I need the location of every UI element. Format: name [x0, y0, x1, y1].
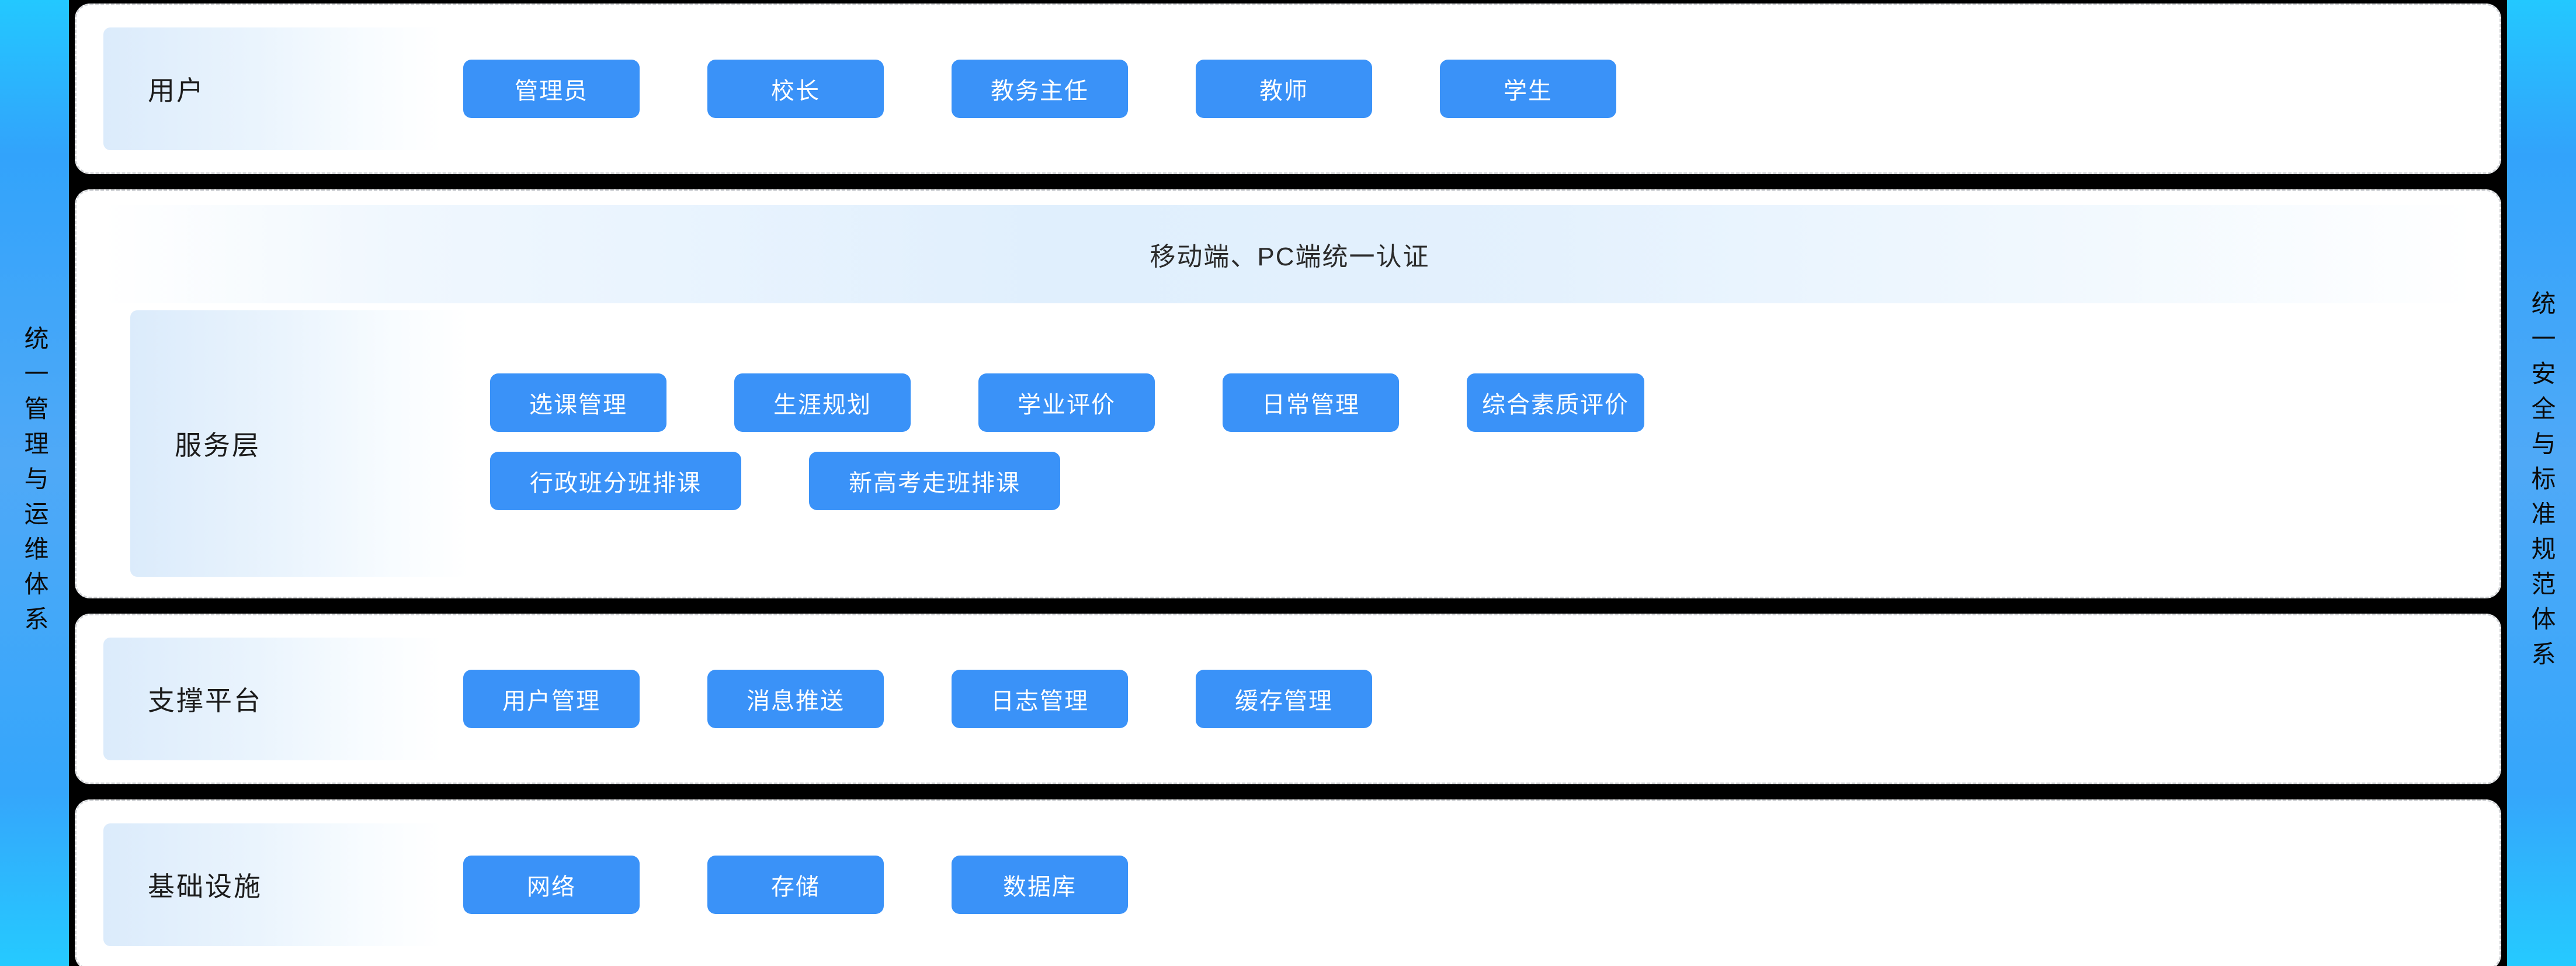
node-area-users: 管理员 校长 教务主任 教师 学生 [442, 5, 2476, 172]
architecture-layer-stack: 用户 管理员 校长 教务主任 教师 学生 移动端、PC端统一认证 服务层 [75, 0, 2501, 966]
left-banner-label: 统一管理与运维体系 [21, 325, 48, 641]
unified-auth-banner-text: 移动端、PC端统一认证 [1150, 243, 1430, 271]
layer-label-text-support: 支撑平台 [148, 685, 262, 716]
node-row-users-1: 管理员 校长 教务主任 教师 学生 [463, 60, 2476, 118]
layer-body-support: 支撑平台 用户管理 消息推送 日志管理 缓存管理 [103, 615, 2476, 783]
layer-body-service: 服务层 选课管理 生涯规划 学业评价 日常管理 综合素质评价 行政班分班排课 新… [103, 303, 2476, 597]
node-student[interactable]: 学生 [1440, 60, 1616, 118]
layer-label-text-infra: 基础设施 [148, 871, 262, 902]
node-principal[interactable]: 校长 [707, 60, 884, 118]
node-row-service-1: 选课管理 生涯规划 学业评价 日常管理 综合素质评价 [490, 373, 2453, 432]
layer-label-text-service: 服务层 [175, 430, 261, 461]
layer-card-infrastructure: 基础设施 网络 存储 数据库 [75, 799, 2501, 966]
node-gaokao-elective-scheduling[interactable]: 新高考走班排课 [809, 452, 1060, 510]
layer-label-panel-support: 支撑平台 [103, 638, 442, 760]
layer-label-text-users: 用户 [148, 75, 205, 106]
node-teacher[interactable]: 教师 [1196, 60, 1372, 118]
layer-label-panel-users: 用户 [103, 27, 442, 150]
layer-label-panel-infra: 基础设施 [103, 823, 442, 946]
node-row-infra-1: 网络 存储 数据库 [463, 856, 2476, 914]
layer-card-support-platform: 支撑平台 用户管理 消息推送 日志管理 缓存管理 [75, 614, 2501, 784]
layer-body-infra: 基础设施 网络 存储 数据库 [103, 801, 2476, 966]
layer-card-users: 用户 管理员 校长 教务主任 教师 学生 [75, 4, 2501, 174]
node-area-support: 用户管理 消息推送 日志管理 缓存管理 [442, 615, 2476, 783]
node-user-management[interactable]: 用户管理 [463, 670, 640, 728]
node-network[interactable]: 网络 [463, 856, 640, 914]
node-career-planning[interactable]: 生涯规划 [734, 373, 911, 432]
node-academic-director[interactable]: 教务主任 [952, 60, 1128, 118]
layer-card-service: 移动端、PC端统一认证 服务层 选课管理 生涯规划 学业评价 日常管理 综合素质… [75, 189, 2501, 598]
node-admin-class-scheduling[interactable]: 行政班分班排课 [490, 452, 741, 510]
right-banner-label: 统一安全与标准规范体系 [2528, 290, 2556, 676]
node-row-service-2: 行政班分班排课 新高考走班排课 [490, 452, 2453, 510]
node-area-infra: 网络 存储 数据库 [442, 801, 2476, 966]
node-daily-management[interactable]: 日常管理 [1223, 373, 1399, 432]
node-area-service: 选课管理 生涯规划 学业评价 日常管理 综合素质评价 行政班分班排课 新高考走班… [469, 303, 2453, 580]
node-row-support-1: 用户管理 消息推送 日志管理 缓存管理 [463, 670, 2476, 728]
node-comprehensive-quality-evaluation[interactable]: 综合素质评价 [1467, 373, 1644, 432]
node-academic-evaluation[interactable]: 学业评价 [978, 373, 1155, 432]
node-cache-management[interactable]: 缓存管理 [1196, 670, 1372, 728]
layer-body-users: 用户 管理员 校长 教务主任 教师 学生 [103, 5, 2476, 172]
node-course-selection[interactable]: 选课管理 [490, 373, 666, 432]
node-admin[interactable]: 管理员 [463, 60, 640, 118]
left-vertical-banner: 统一管理与运维体系 [0, 0, 69, 966]
node-log-management[interactable]: 日志管理 [952, 670, 1128, 728]
layer-label-panel-service: 服务层 [130, 310, 469, 577]
node-storage[interactable]: 存储 [707, 856, 884, 914]
node-message-push[interactable]: 消息推送 [707, 670, 884, 728]
right-vertical-banner: 统一安全与标准规范体系 [2507, 0, 2576, 966]
unified-auth-banner: 移动端、PC端统一认证 [103, 205, 2476, 303]
node-database[interactable]: 数据库 [952, 856, 1128, 914]
